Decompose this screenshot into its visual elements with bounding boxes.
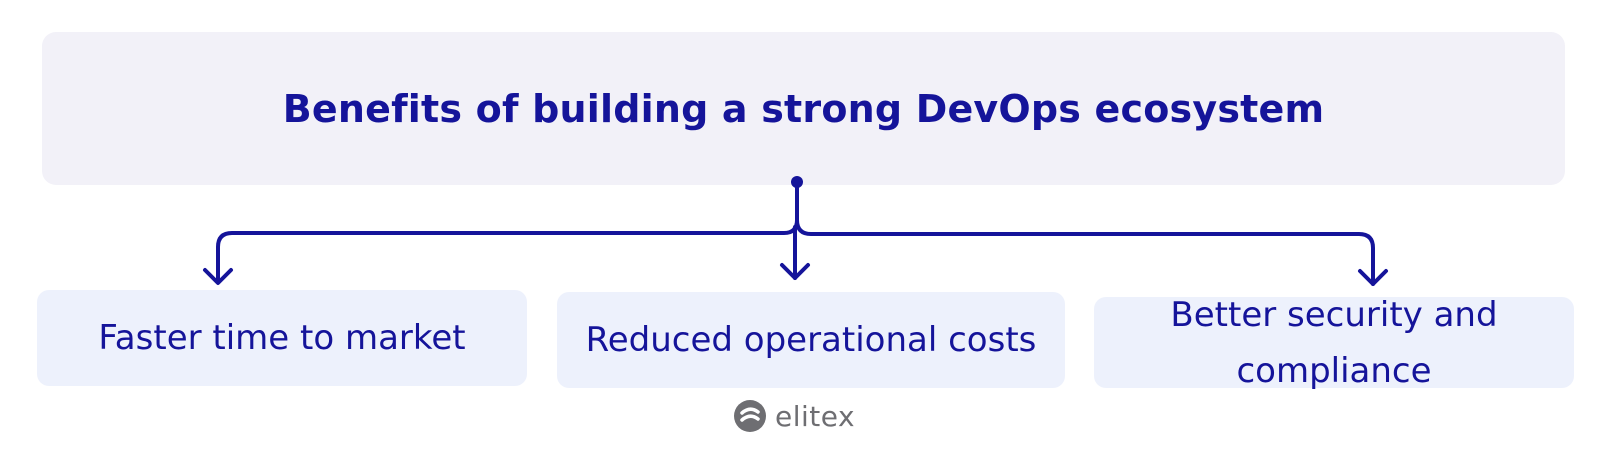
branch-left (216, 218, 799, 284)
benefit-label: Faster time to market (98, 318, 466, 358)
benefit-faster-time-to-market: Faster time to market (37, 290, 527, 386)
benefit-reduced-operational-costs: Reduced operational costs (557, 292, 1065, 388)
benefit-label: Better security and compliance (1170, 294, 1498, 391)
arrow-left-head (203, 268, 233, 285)
diagram-title: Benefits of building a strong DevOps eco… (282, 86, 1325, 131)
logo-text: elitex (775, 399, 856, 433)
benefit-label: Reduced operational costs (585, 320, 1037, 360)
benefit-better-security-compliance: Better security and compliance (1094, 295, 1574, 391)
elitex-logo: elitex (733, 398, 855, 434)
arrow-center-head (780, 263, 810, 280)
branch-right (795, 218, 1375, 286)
elitex-logo-icon (734, 400, 766, 432)
title-box: Benefits of building a strong DevOps eco… (42, 32, 1565, 185)
arrow-right-head (1358, 269, 1388, 286)
